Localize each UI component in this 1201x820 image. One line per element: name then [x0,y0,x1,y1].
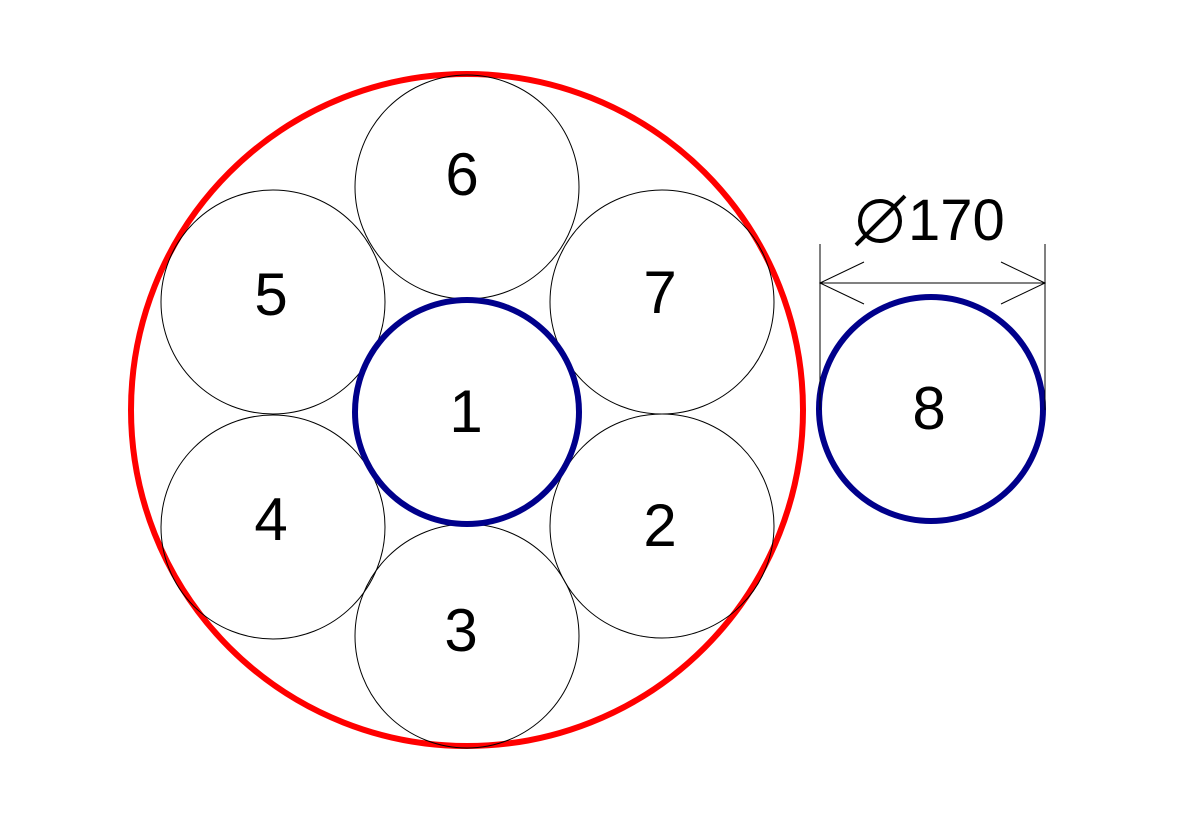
label-5: 5 [254,261,287,328]
label-1: 1 [449,378,482,445]
label-6: 6 [445,141,478,208]
dimension-value: 170 [908,188,1005,253]
outer-ring [128,71,806,749]
circle-1 [352,297,582,527]
label-7: 7 [643,259,676,326]
circle-8 [816,294,1046,524]
label-2: 2 [643,492,676,559]
label-8: 8 [912,375,945,442]
circle-2 [549,413,775,639]
circle-4 [160,414,386,640]
arrow-left [818,261,865,305]
arrow-right [1000,261,1047,305]
circle-5 [160,189,386,415]
diameter-symbol-icon [854,194,907,247]
label-3: 3 [444,597,477,664]
label-4: 4 [254,486,287,553]
diameter-dimension: 170 [818,188,1047,410]
